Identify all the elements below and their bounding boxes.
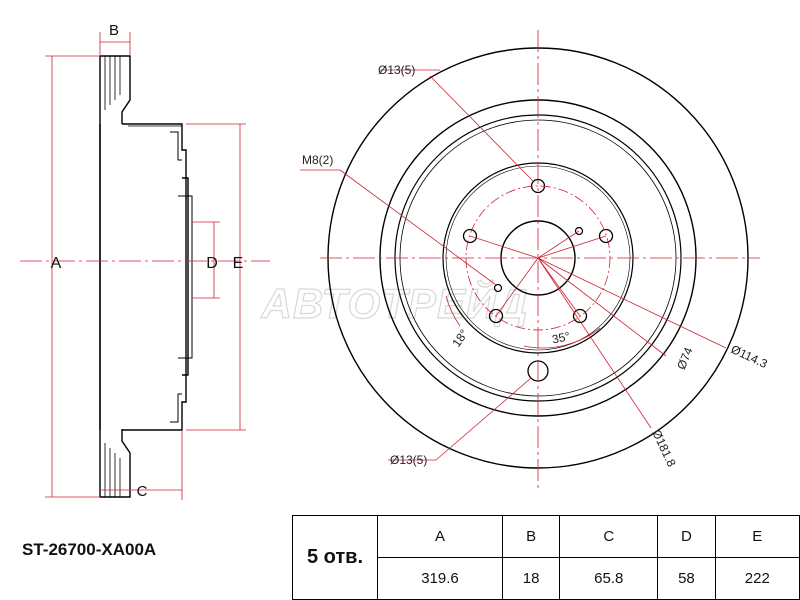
label-angle-35: 35° (551, 329, 572, 347)
label-e: E (233, 255, 244, 272)
lug-hole (462, 228, 478, 244)
label-b: B (109, 22, 119, 39)
label-thread: M8(2) (302, 153, 333, 167)
label-a: A (51, 255, 62, 272)
side-view (20, 55, 270, 498)
spec-value: 319.6 (377, 557, 503, 600)
label-angle-18: 18° (449, 327, 471, 350)
spec-value: 222 (714, 557, 800, 600)
lug-hole (572, 308, 588, 324)
label-d: D (206, 255, 218, 272)
label-c: C (137, 483, 148, 500)
spec-value-row: 319.6 18 65.8 58 222 (293, 557, 800, 600)
spec-value: 58 (657, 557, 716, 600)
label-hat-diameter: Ø181.8 (649, 427, 678, 469)
lug-hole (488, 308, 504, 324)
spec-value: 65.8 (559, 557, 659, 600)
bolt-count: 5 отв. (292, 515, 378, 600)
spec-header: E (714, 515, 800, 558)
spec-header: C (559, 515, 659, 558)
front-view-dimensions (300, 30, 760, 490)
watermark: АВТОТРЕЙД (260, 278, 528, 327)
spec-header-row: 5 отв. A B C D E (292, 515, 800, 600)
spec-header: A (377, 515, 503, 558)
lug-hole (598, 228, 614, 244)
part-number: ST-26700-XA00A (22, 540, 157, 559)
spec-table: 5 отв. A B C D E 319.6 18 65.8 58 222 (292, 515, 800, 600)
side-view-dimensions (45, 32, 246, 500)
spec-header: D (657, 515, 716, 558)
label-hub-diameter: Ø74 (674, 345, 696, 372)
label-hole-bottom: Ø13(5) (390, 453, 427, 467)
label-hole-top: Ø13(5) (378, 63, 415, 77)
spec-header: B (501, 515, 561, 558)
label-pcd: Ø114.3 (729, 342, 770, 371)
spec-value: 18 (501, 557, 561, 600)
